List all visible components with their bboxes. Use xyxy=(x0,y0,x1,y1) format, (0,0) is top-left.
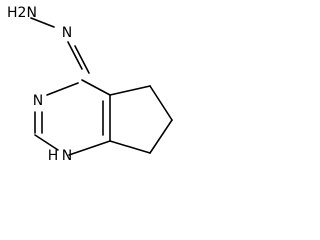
atom-label-h-n1: H xyxy=(48,148,59,164)
atom-label-n-hydrazone: N xyxy=(62,25,72,41)
chemical-structure: H2N N N H N xyxy=(7,5,173,164)
bond-c5-c6 xyxy=(149,85,173,121)
atom-label-n1: N xyxy=(62,148,72,164)
bond-nh2-n xyxy=(30,17,55,28)
atom-label-nh2: H2N xyxy=(7,5,37,21)
bond-c4a-c5 xyxy=(109,85,151,96)
bond-c2-n1 xyxy=(34,134,59,151)
bond-c4-n3 xyxy=(46,82,79,96)
bond-n1-c7a xyxy=(68,140,111,156)
atom-label-n3: N xyxy=(33,93,43,109)
bond-c7-c7a xyxy=(109,140,151,154)
bond-c4a-c4 xyxy=(81,79,111,96)
bond-n-c4-double-a xyxy=(67,41,83,70)
bond-n-c4-double-b xyxy=(74,45,90,74)
bond-c6-c7 xyxy=(149,119,173,154)
